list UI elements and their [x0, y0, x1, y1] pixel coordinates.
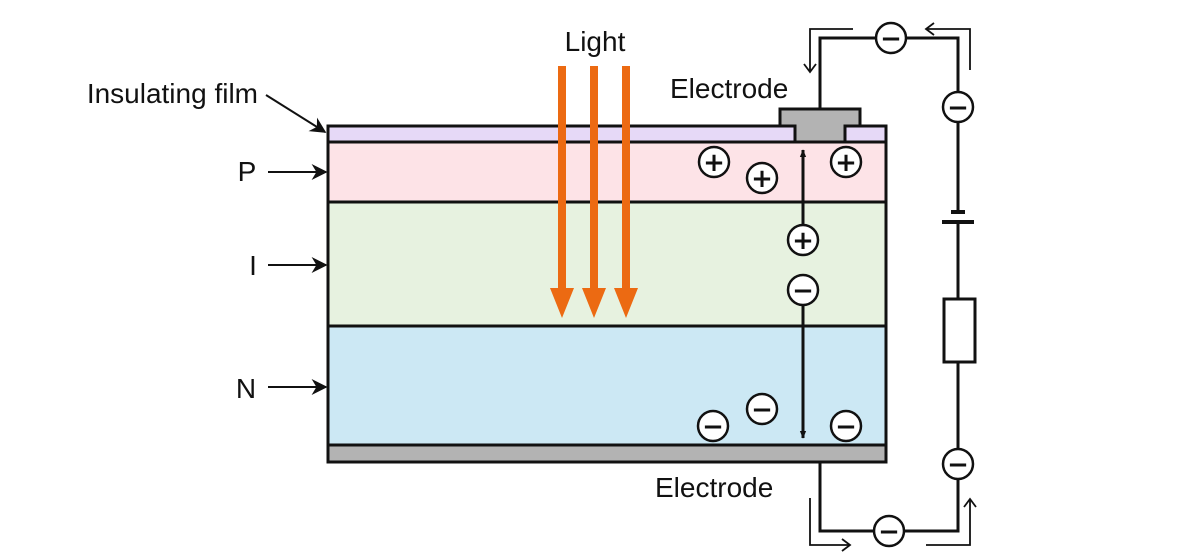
- current-direction-arrow: [809, 498, 850, 546]
- i-layer: [326, 200, 888, 328]
- electron-charge: −: [786, 273, 820, 307]
- electron-charge: −: [696, 409, 730, 443]
- hole-sign: +: [835, 148, 857, 178]
- light-arrow: [582, 66, 606, 318]
- current-direction-arrow: [803, 63, 817, 74]
- n-layer: [326, 324, 888, 447]
- bottom-electrode-label: Electrode: [655, 472, 773, 503]
- electron-charge: −: [941, 447, 975, 481]
- hole-sign: +: [792, 226, 814, 256]
- electron-charge: −: [872, 514, 906, 548]
- resistor-symbol: [942, 297, 977, 364]
- top-electrode: [778, 107, 862, 144]
- hole-sign: +: [751, 164, 773, 194]
- current-direction-arrow: [926, 28, 971, 70]
- electron-charge: −: [829, 409, 863, 443]
- electron-sign: −: [947, 93, 969, 123]
- p-layer-label: P: [238, 156, 257, 187]
- p-layer: [326, 140, 888, 204]
- cell-layers: [326, 107, 888, 464]
- label-leaders: [265, 94, 328, 395]
- hole-charge: +: [786, 223, 820, 257]
- current-direction-arrow: [924, 22, 935, 36]
- current-direction-arrow: [963, 497, 977, 508]
- electron-sign: −: [878, 517, 900, 547]
- light-arrow: [614, 66, 638, 318]
- hole-charge: +: [829, 145, 863, 179]
- light-arrow: [550, 66, 574, 318]
- current-direction-arrows: [803, 22, 977, 552]
- hole-sign: +: [703, 148, 725, 178]
- hole-charge: +: [745, 161, 779, 195]
- current-direction-arrow: [926, 499, 971, 546]
- battery-symbol: [942, 210, 974, 224]
- bottom-electrode: [326, 443, 888, 464]
- i-layer-label: I: [249, 250, 257, 281]
- current-direction-arrow: [809, 28, 853, 72]
- electron-charge: −: [874, 21, 908, 55]
- light-label: Light: [565, 26, 626, 57]
- charges: ++++−−−−−−−−: [696, 21, 975, 548]
- insulating-film-label: Insulating film: [87, 78, 258, 109]
- top-electrode-label: Electrode: [670, 73, 788, 104]
- n-layer-label: N: [236, 373, 256, 404]
- current-direction-arrow: [841, 538, 852, 552]
- electron-sign: −: [702, 412, 724, 442]
- electron-charge: −: [941, 90, 975, 124]
- electron-charge: −: [745, 392, 779, 426]
- electron-sign: −: [947, 450, 969, 480]
- insulating-film-leader: [265, 94, 327, 133]
- electron-sign: −: [835, 412, 857, 442]
- electron-sign: −: [792, 276, 814, 306]
- hole-charge: +: [697, 145, 731, 179]
- electron-sign: −: [880, 24, 902, 54]
- light-arrows: [550, 66, 638, 318]
- electron-sign: −: [751, 395, 773, 425]
